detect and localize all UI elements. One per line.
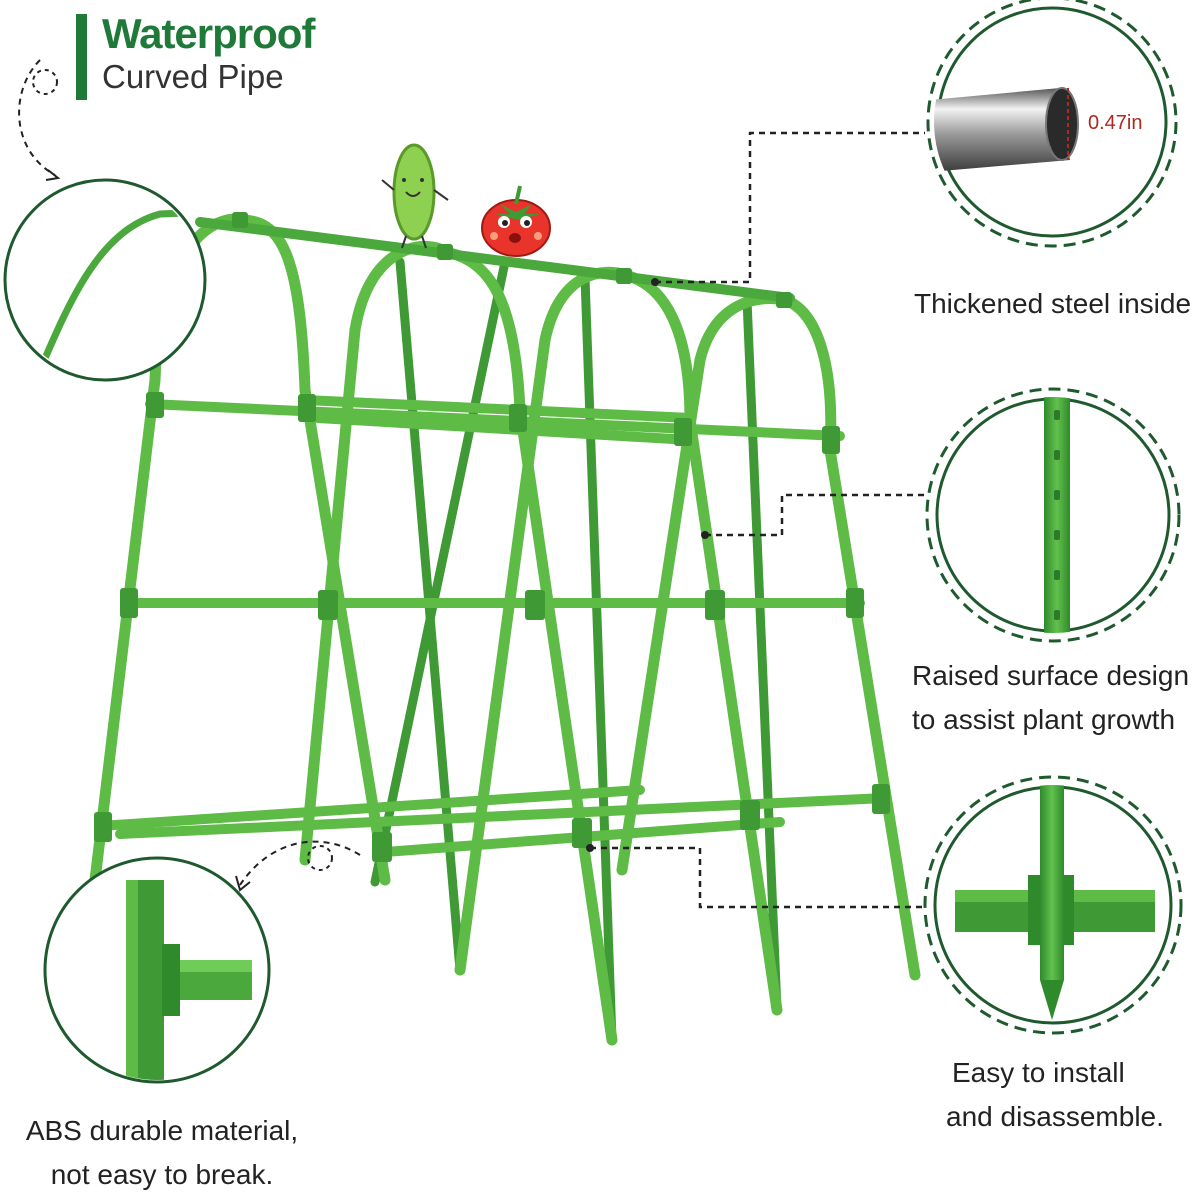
tomato-mascot (481, 185, 551, 257)
cucumber-mascot (381, 143, 449, 249)
page-title: Waterproof (102, 10, 315, 57)
install-caption-line1: Easy to install (952, 1057, 1125, 1088)
stake-connector-detail-circle (923, 775, 1183, 1035)
surface-caption: Raised surface design to assist plant gr… (912, 654, 1189, 742)
curved-arrow-connector (18, 59, 56, 176)
abs-caption: ABS durable material, not easy to break. (22, 1109, 302, 1197)
curved-pipe-detail-circle (3, 178, 207, 382)
t-joint-detail-circle (43, 856, 271, 1084)
abs-caption-line1: ABS durable material, (25, 1115, 299, 1146)
steel-callout-connector (655, 131, 925, 284)
t-joint-arrow-connector (239, 840, 361, 886)
title-accent-bar (76, 14, 87, 100)
install-caption-line2: and disassemble. (946, 1101, 1164, 1132)
page-subtitle: Curved Pipe (102, 58, 284, 95)
surface-callout-connector (705, 493, 925, 537)
surface-caption-line1: Raised surface design (912, 660, 1190, 691)
abs-caption-line2: not easy to break. (50, 1159, 274, 1190)
stake-callout-connector (590, 846, 925, 909)
steel-pipe-detail-circle (926, 0, 1178, 248)
raised-surface-detail-circle (925, 387, 1181, 643)
trellis-illustration (89, 212, 921, 1046)
pipe-diameter-label: 0.47in (1088, 112, 1143, 134)
surface-caption-line2: to assist plant growth (912, 704, 1176, 735)
steel-caption: Thickened steel inside (914, 288, 1192, 319)
install-caption: Easy to install and disassemble. (946, 1051, 1164, 1139)
